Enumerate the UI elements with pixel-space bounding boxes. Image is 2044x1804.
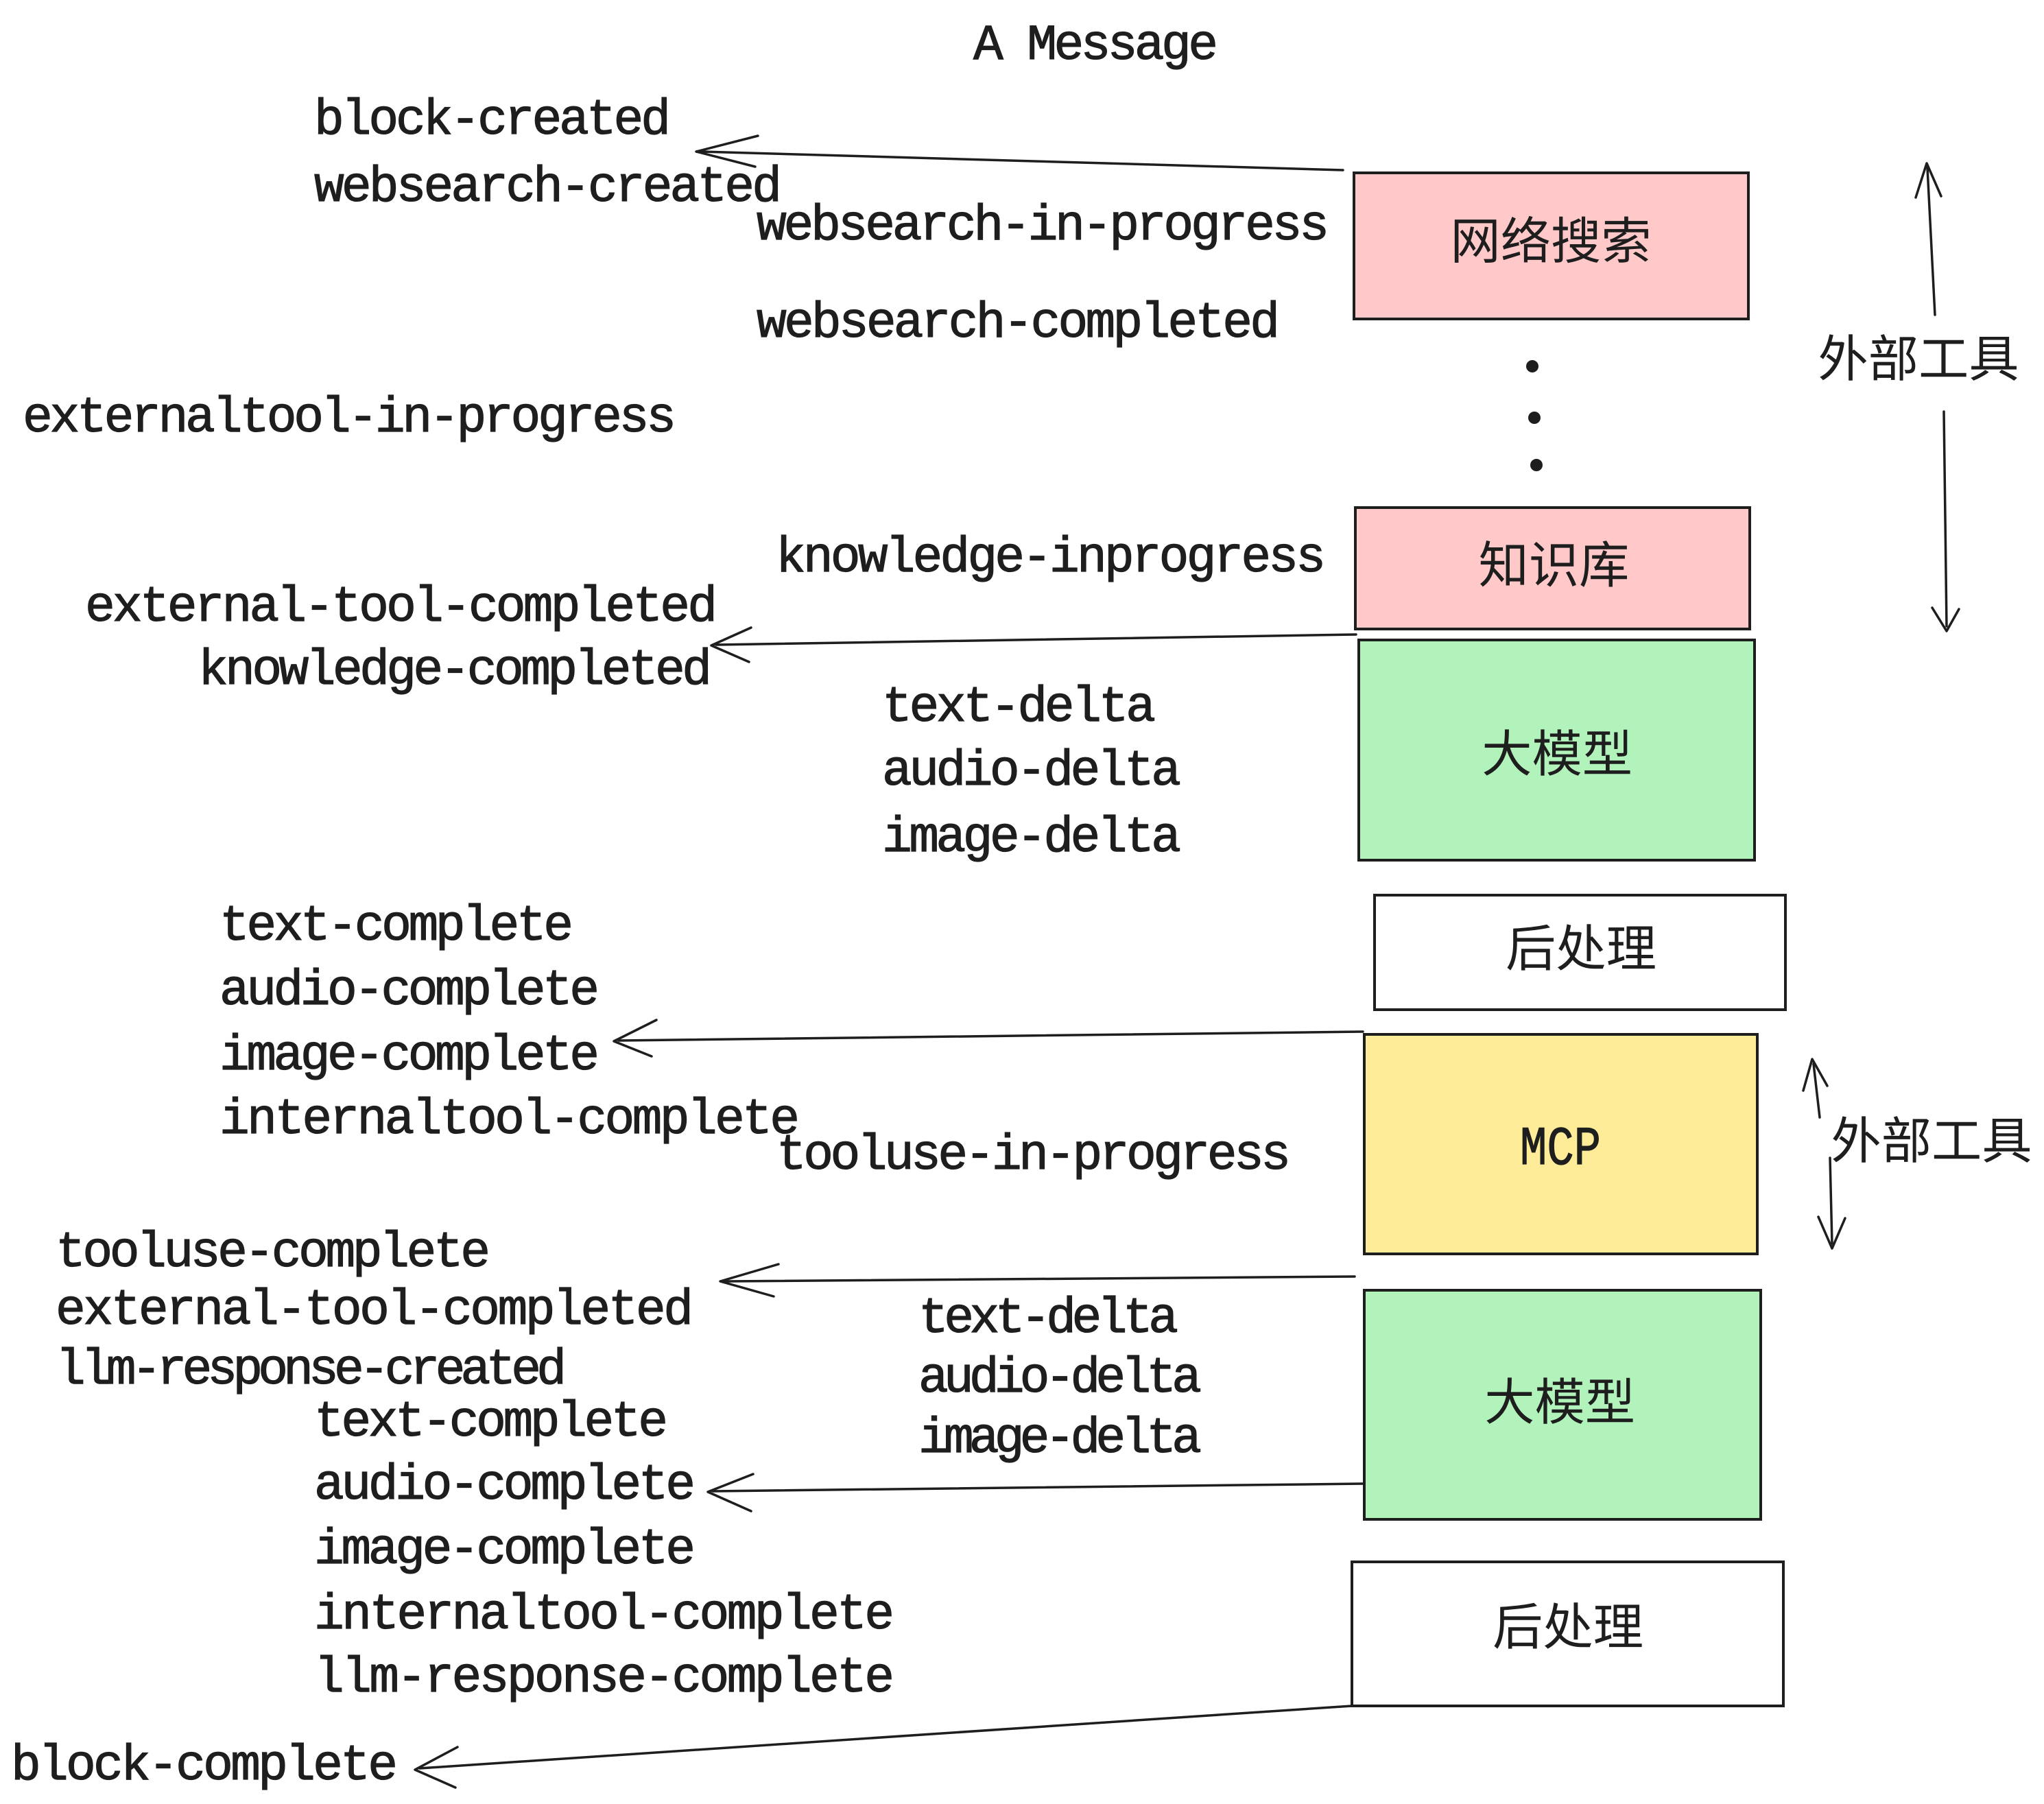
svg-text:image-delta: image-delta: [882, 809, 1181, 866]
svg-text:internaltool-complete: internaltool-complete: [314, 1587, 894, 1643]
svg-text:internaltool-complete: internaltool-complete: [219, 1091, 800, 1148]
svg-text:websearch-completed: websearch-completed: [757, 295, 1280, 352]
svg-text:image-complete: image-complete: [314, 1521, 696, 1578]
svg-text:audio-delta: audio-delta: [918, 1350, 1202, 1407]
svg-text:audio-delta: audio-delta: [882, 743, 1181, 800]
svg-text:websearch-in-progress: websearch-in-progress: [757, 198, 1329, 254]
svg-text:tooluse-complete: tooluse-complete: [56, 1224, 490, 1281]
svg-text:knowledge-inprogress: knowledge-inprogress: [776, 530, 1326, 586]
svg-text:external-tool-completed: external-tool-completed: [56, 1282, 693, 1339]
svg-text:text-delta: text-delta: [882, 679, 1156, 736]
svg-text:A Message: A Message: [973, 17, 1218, 74]
svg-text:llm-response-complete: llm-response-complete: [314, 1650, 894, 1707]
svg-text:audio-complete: audio-complete: [219, 962, 599, 1019]
svg-text:text-delta: text-delta: [918, 1290, 1178, 1347]
svg-text:knowledge-completed: knowledge-completed: [198, 642, 712, 699]
svg-text:audio-complete: audio-complete: [314, 1457, 696, 1514]
svg-text:image-delta: image-delta: [918, 1410, 1202, 1467]
svg-text:websearch-created: websearch-created: [314, 159, 782, 216]
svg-text:MCP: MCP: [1520, 1119, 1601, 1181]
svg-text:llm-response-created: llm-response-created: [56, 1342, 567, 1399]
svg-text:text-complete: text-complete: [219, 898, 573, 955]
svg-text:tooluse-in-progress: tooluse-in-progress: [776, 1127, 1291, 1184]
svg-text:block-created: block-created: [314, 92, 671, 149]
svg-text:text-complete: text-complete: [314, 1394, 668, 1451]
svg-text:image-complete: image-complete: [219, 1028, 599, 1084]
svg-text:externaltool-in-progress: externaltool-in-progress: [23, 390, 676, 447]
svg-text:block-complete: block-complete: [11, 1737, 398, 1794]
svg-text:external-tool-completed: external-tool-completed: [85, 579, 717, 636]
